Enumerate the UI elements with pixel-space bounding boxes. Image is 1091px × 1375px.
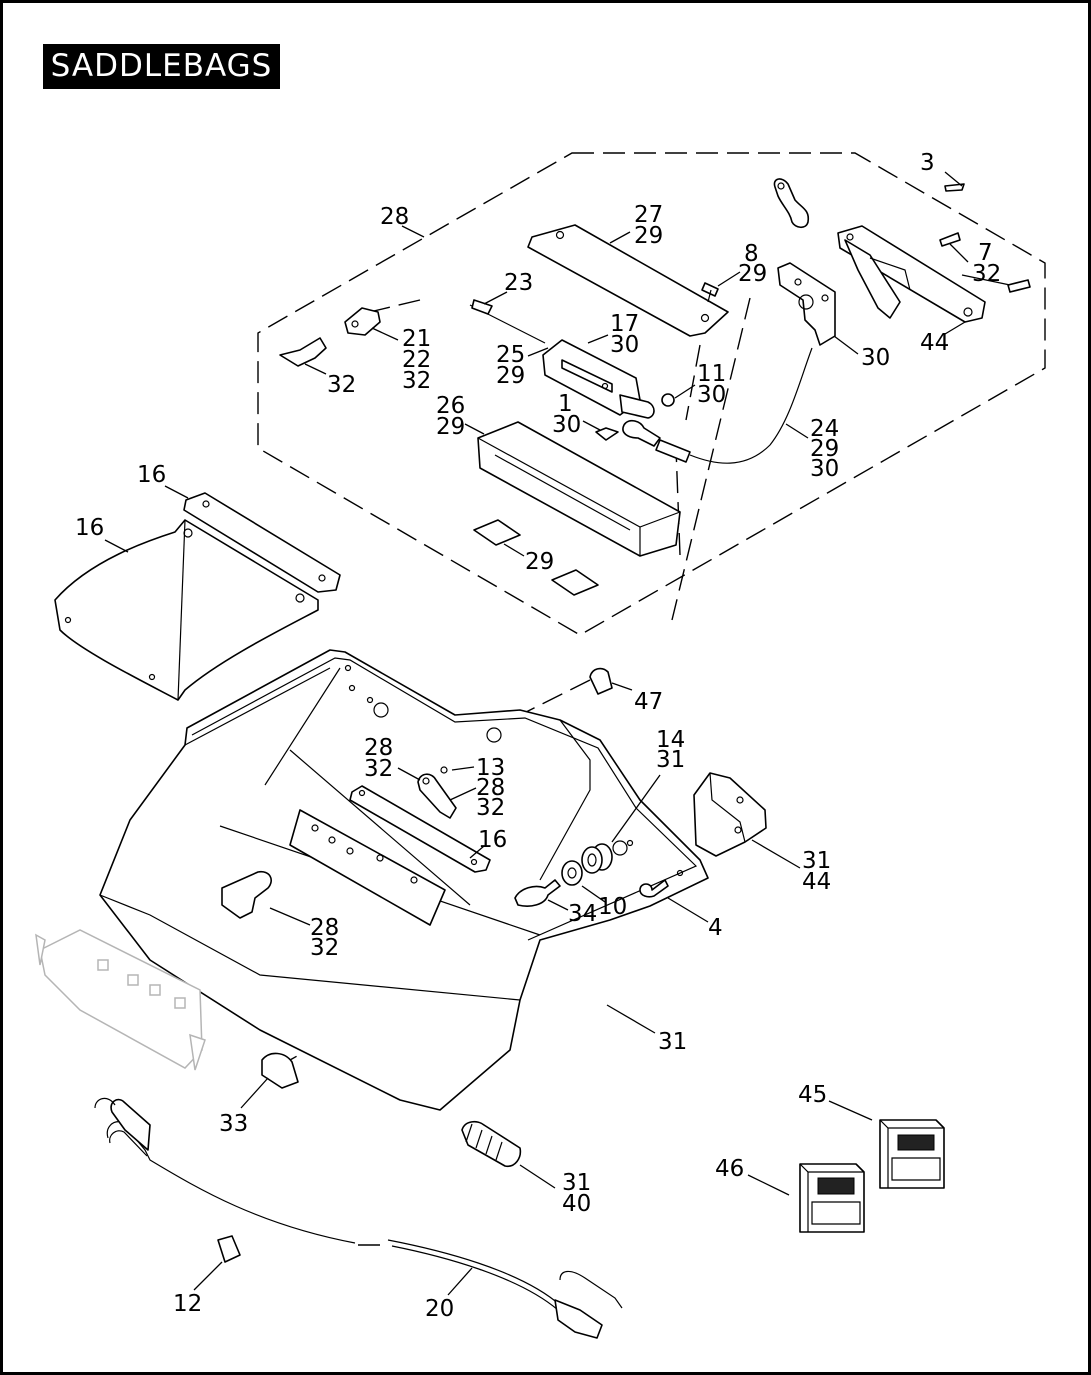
screw-part [944, 183, 965, 192]
page-title: SADDLEBAGS [50, 48, 273, 84]
callout-10: 10 [598, 894, 627, 920]
callout-17: 17 [610, 311, 639, 337]
callout-28: 28 [380, 204, 409, 230]
connector-part [344, 307, 381, 336]
lock-plate-part [289, 809, 446, 926]
saddlebag-lid-part [54, 519, 319, 701]
bolt-part [514, 879, 561, 907]
release-cable-part [689, 347, 813, 464]
callout-29: 29 [496, 363, 525, 389]
callout-29: 29 [738, 261, 767, 287]
rod-part [469, 299, 546, 344]
callout-21: 21 [402, 326, 431, 352]
decal-package-46 [799, 1163, 865, 1233]
latch-assembly-region [257, 152, 1046, 636]
callout-12: 12 [173, 1291, 202, 1317]
callout-32: 32 [402, 368, 431, 394]
callout-13: 13 [476, 755, 505, 781]
decal-package-45 [879, 1119, 945, 1189]
hinge-strap-part [183, 492, 341, 593]
lever-part [773, 178, 810, 229]
callout-33: 33 [219, 1111, 248, 1137]
callout-30: 30 [697, 382, 726, 408]
cap-part [261, 1052, 299, 1089]
screw-part [939, 232, 1031, 293]
nut-part [661, 393, 675, 407]
callout-34: 34 [568, 901, 597, 927]
callout-labels: 3 28 27 29 8 29 7 32 23 21 22 32 17 30 2… [75, 150, 1001, 1322]
callout-16: 16 [478, 827, 507, 853]
clip-part [279, 337, 327, 367]
callout-30: 30 [610, 332, 639, 358]
callout-16: 16 [137, 462, 166, 488]
callout-11: 11 [697, 361, 726, 387]
spring-part [461, 1120, 522, 1168]
screw-part [701, 282, 719, 303]
callout-44: 44 [920, 330, 949, 356]
screw-part [639, 879, 669, 898]
callout-40: 40 [562, 1191, 591, 1217]
callout-31: 31 [656, 747, 685, 773]
callout-45: 45 [798, 1082, 827, 1108]
callout-28: 28 [476, 775, 505, 801]
callout-20: 20 [425, 1296, 454, 1322]
latch-plate-part [777, 262, 836, 346]
callout-44: 44 [802, 869, 831, 895]
grommet-part [581, 843, 613, 874]
callout-30: 30 [861, 345, 890, 371]
cable-clip-part [622, 419, 661, 447]
callout-32: 32 [364, 756, 393, 782]
lock-cylinder-part [221, 870, 272, 919]
cable-end-part [655, 439, 691, 463]
callout-47: 47 [634, 689, 663, 715]
callout-25: 25 [496, 342, 525, 368]
washer-part [561, 860, 583, 886]
callout-31: 31 [658, 1029, 687, 1055]
screw-part [595, 427, 619, 441]
callout-8: 8 [744, 241, 759, 267]
callout-4: 4 [708, 915, 723, 941]
callout-29: 29 [810, 436, 839, 462]
callout-14: 14 [656, 727, 685, 753]
callout-28: 28 [310, 915, 339, 941]
callout-32: 32 [972, 261, 1001, 287]
clip-part [217, 1235, 241, 1263]
knob-part [589, 667, 613, 695]
callout-28: 28 [364, 735, 393, 761]
wire-harness-part [94, 1097, 623, 1339]
callout-27: 27 [634, 202, 663, 228]
lock-cam-part [417, 766, 457, 819]
callout-30: 30 [810, 456, 839, 482]
callout-29: 29 [525, 549, 554, 575]
callout-32: 32 [476, 795, 505, 821]
inner-hinge-strap-part [349, 785, 491, 873]
mounting-bracket-part [693, 772, 767, 857]
latch-mechanism-part [542, 339, 655, 419]
callout-31: 31 [562, 1170, 591, 1196]
latch-bracket-part [837, 225, 986, 323]
callout-1: 1 [558, 391, 573, 417]
foam-pad-part [473, 519, 599, 596]
callout-46: 46 [715, 1156, 744, 1182]
callout-23: 23 [504, 270, 533, 296]
callout-29: 29 [436, 414, 465, 440]
callout-32: 32 [310, 935, 339, 961]
title-box: SADDLEBAGS [43, 44, 280, 89]
callout-3: 3 [920, 150, 935, 176]
callout-26: 26 [436, 393, 465, 419]
strap-plate-part [527, 224, 729, 337]
callout-31: 31 [802, 848, 831, 874]
callout-22: 22 [402, 347, 431, 373]
callout-32: 32 [327, 372, 356, 398]
callout-29: 29 [634, 223, 663, 249]
leader-lines [104, 171, 1011, 1296]
ghost-mounting-rail [35, 929, 206, 1071]
callout-24: 24 [810, 416, 839, 442]
callout-30: 30 [552, 412, 581, 438]
callout-16: 16 [75, 515, 104, 541]
callout-7: 7 [978, 240, 993, 266]
latch-tray-part [477, 421, 681, 557]
